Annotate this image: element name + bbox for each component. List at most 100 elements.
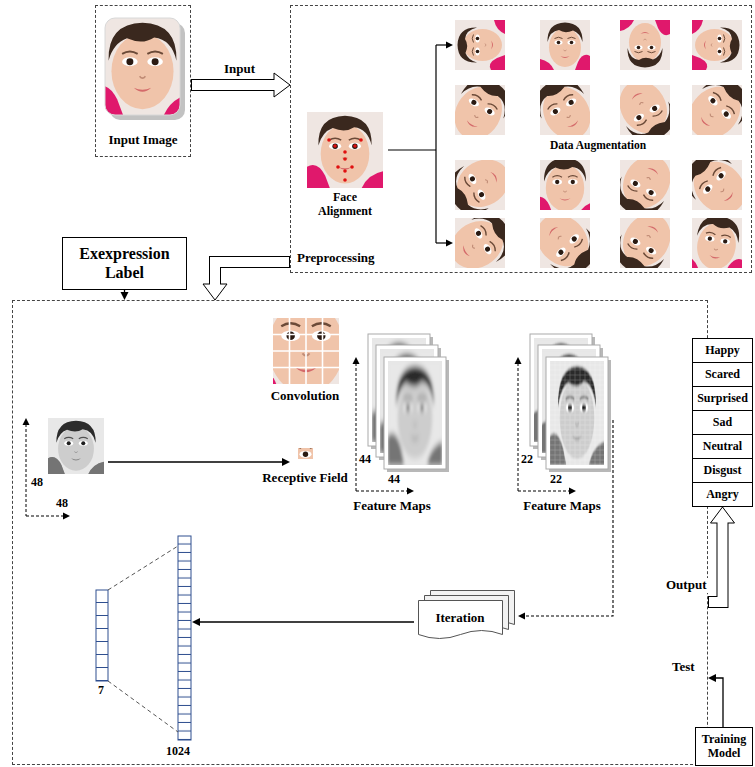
arrow-head <box>192 618 200 626</box>
iteration-arrow <box>525 420 613 616</box>
map-image <box>388 361 442 465</box>
sheet <box>384 357 446 469</box>
arrow-head <box>23 418 30 425</box>
augmented-face <box>540 20 590 70</box>
arrow-head <box>63 513 70 520</box>
input-photo <box>105 18 180 115</box>
landmark-dot <box>350 165 354 169</box>
dimension-line <box>518 363 519 491</box>
face-photo <box>666 59 755 162</box>
class-label: Surprised <box>697 392 748 406</box>
pixel-overlay <box>550 361 604 465</box>
sheet <box>546 357 608 469</box>
bracket-line <box>436 44 447 45</box>
class-cell: Sad <box>692 410 753 435</box>
sheet-shadow <box>387 360 449 472</box>
output-arrow <box>708 507 735 602</box>
landmark-dot <box>353 144 357 148</box>
arrow-head <box>515 357 522 364</box>
sheet-shadow <box>549 360 611 472</box>
map-ground <box>388 361 442 465</box>
bracket-line <box>388 149 436 150</box>
augmented-face <box>682 208 752 278</box>
face-photo <box>692 20 742 70</box>
gray-face <box>48 418 104 474</box>
landmark-dot <box>343 178 347 182</box>
arrow-outline <box>191 79 275 91</box>
panel-label: Input Image <box>109 133 178 148</box>
preprocessing-arrow <box>203 262 290 300</box>
dimension-number: 44 <box>388 473 400 487</box>
arrow-head <box>711 507 735 523</box>
arrow-head <box>121 292 129 300</box>
grid-line <box>273 350 339 352</box>
landmark-dot <box>343 169 347 173</box>
preprocessing-panel: Face AlignmentData AugmentationPreproces… <box>290 5 752 273</box>
network-panel: 4848ConvolutionReceptive Field4444Featur… <box>12 300 708 765</box>
face-photo <box>540 20 590 70</box>
dimension-number: 48 <box>56 497 68 511</box>
feature-maps <box>530 334 611 472</box>
arrow-head <box>446 240 453 247</box>
augmented-face <box>432 195 528 291</box>
arrow-head <box>407 488 414 495</box>
tile-ground <box>620 20 670 70</box>
class-label: Angry <box>706 488 739 502</box>
grid-lines <box>273 318 339 384</box>
augmented-face <box>432 62 528 158</box>
input-arrow <box>191 73 290 97</box>
feature-maps <box>368 334 449 472</box>
landmark-dot <box>336 165 340 169</box>
panel-label: Face Alignment <box>309 191 381 219</box>
shape-label: Iteration <box>435 611 484 626</box>
tile-ground <box>692 20 742 70</box>
model-box: Training Model <box>695 727 753 766</box>
face-photo <box>550 361 604 465</box>
face-photo <box>682 208 752 278</box>
test-arrow <box>708 674 723 727</box>
class-label: Happy <box>705 344 740 358</box>
dimension-line <box>26 516 64 517</box>
face-photo <box>432 62 528 158</box>
face-photo <box>514 192 617 295</box>
arrow-outline <box>215 262 290 285</box>
face-photo <box>455 20 505 70</box>
augmented-face <box>692 20 742 70</box>
class-cell: Disgust <box>692 458 753 483</box>
tile-ground <box>455 20 505 70</box>
grid-line <box>273 334 339 336</box>
aligned-face <box>307 112 383 188</box>
dimension-line <box>26 424 27 516</box>
class-cell: Surprised <box>692 386 753 411</box>
face-photo <box>48 418 104 474</box>
landmark-dot <box>343 157 347 161</box>
arrow-head <box>203 284 227 300</box>
dimension-number: 1024 <box>166 745 190 759</box>
face-photo <box>620 20 670 70</box>
class-label: Disgust <box>703 464 741 478</box>
augmented-face <box>514 192 617 295</box>
landmarks <box>327 138 363 182</box>
class-label: Sad <box>713 416 732 430</box>
map-ground <box>550 361 604 465</box>
edge-label: Test <box>670 660 697 675</box>
edge-label: Input <box>222 62 257 77</box>
arrow-outline <box>708 522 723 602</box>
arrow-line <box>715 678 723 727</box>
bracket-line <box>436 242 447 243</box>
landmark-dot <box>359 138 363 142</box>
arrow-body <box>192 80 275 90</box>
augmented-face <box>666 59 755 162</box>
network-label: Receptive Field <box>262 471 348 486</box>
flatten-arrow <box>200 621 414 622</box>
arrow-head <box>353 357 360 364</box>
dimension-line <box>518 491 570 492</box>
panel-label: Preprocessing <box>297 251 375 266</box>
dimension-line <box>356 363 357 491</box>
class-label: Scared <box>705 368 740 382</box>
dimension-number: 22 <box>550 473 562 487</box>
arrow-head <box>282 458 290 466</box>
network-label: Feature Maps <box>353 499 430 514</box>
